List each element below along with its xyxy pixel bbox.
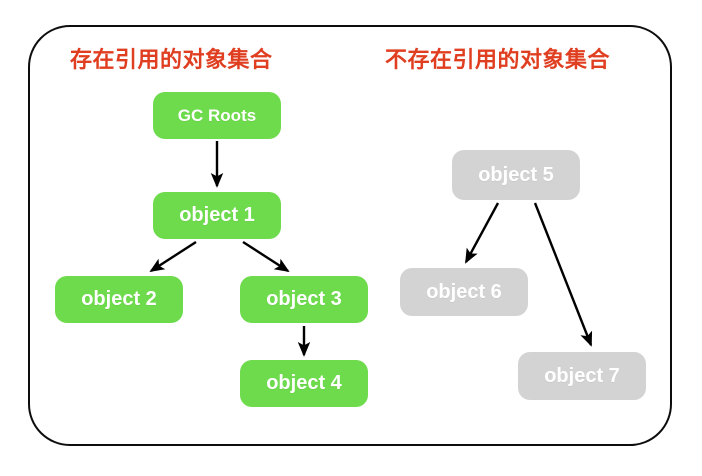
- node-label: object 4: [266, 372, 342, 394]
- node-object-6[interactable]: object 6: [400, 268, 528, 316]
- node-gc-roots[interactable]: GC Roots: [153, 92, 281, 139]
- group-title-reachable: 存在引用的对象集合: [70, 48, 273, 73]
- node-object-5[interactable]: object 5: [452, 150, 580, 200]
- node-label: object 1: [179, 204, 255, 226]
- node-label: object 6: [426, 280, 502, 303]
- node-label: object 7: [544, 364, 620, 387]
- node-object-3[interactable]: object 3: [240, 276, 368, 323]
- node-label: GC Roots: [177, 105, 257, 125]
- node-label: object 3: [266, 288, 342, 310]
- diagram-frame: [28, 25, 672, 446]
- node-object-1[interactable]: object 1: [153, 192, 281, 239]
- node-object-4[interactable]: object 4: [240, 360, 368, 407]
- node-object-7[interactable]: object 7: [518, 352, 646, 400]
- group-title-unreachable: 不存在引用的对象集合: [385, 48, 611, 73]
- node-label: object 5: [478, 163, 554, 186]
- node-label: object 2: [81, 288, 157, 310]
- node-object-2[interactable]: object 2: [55, 276, 183, 323]
